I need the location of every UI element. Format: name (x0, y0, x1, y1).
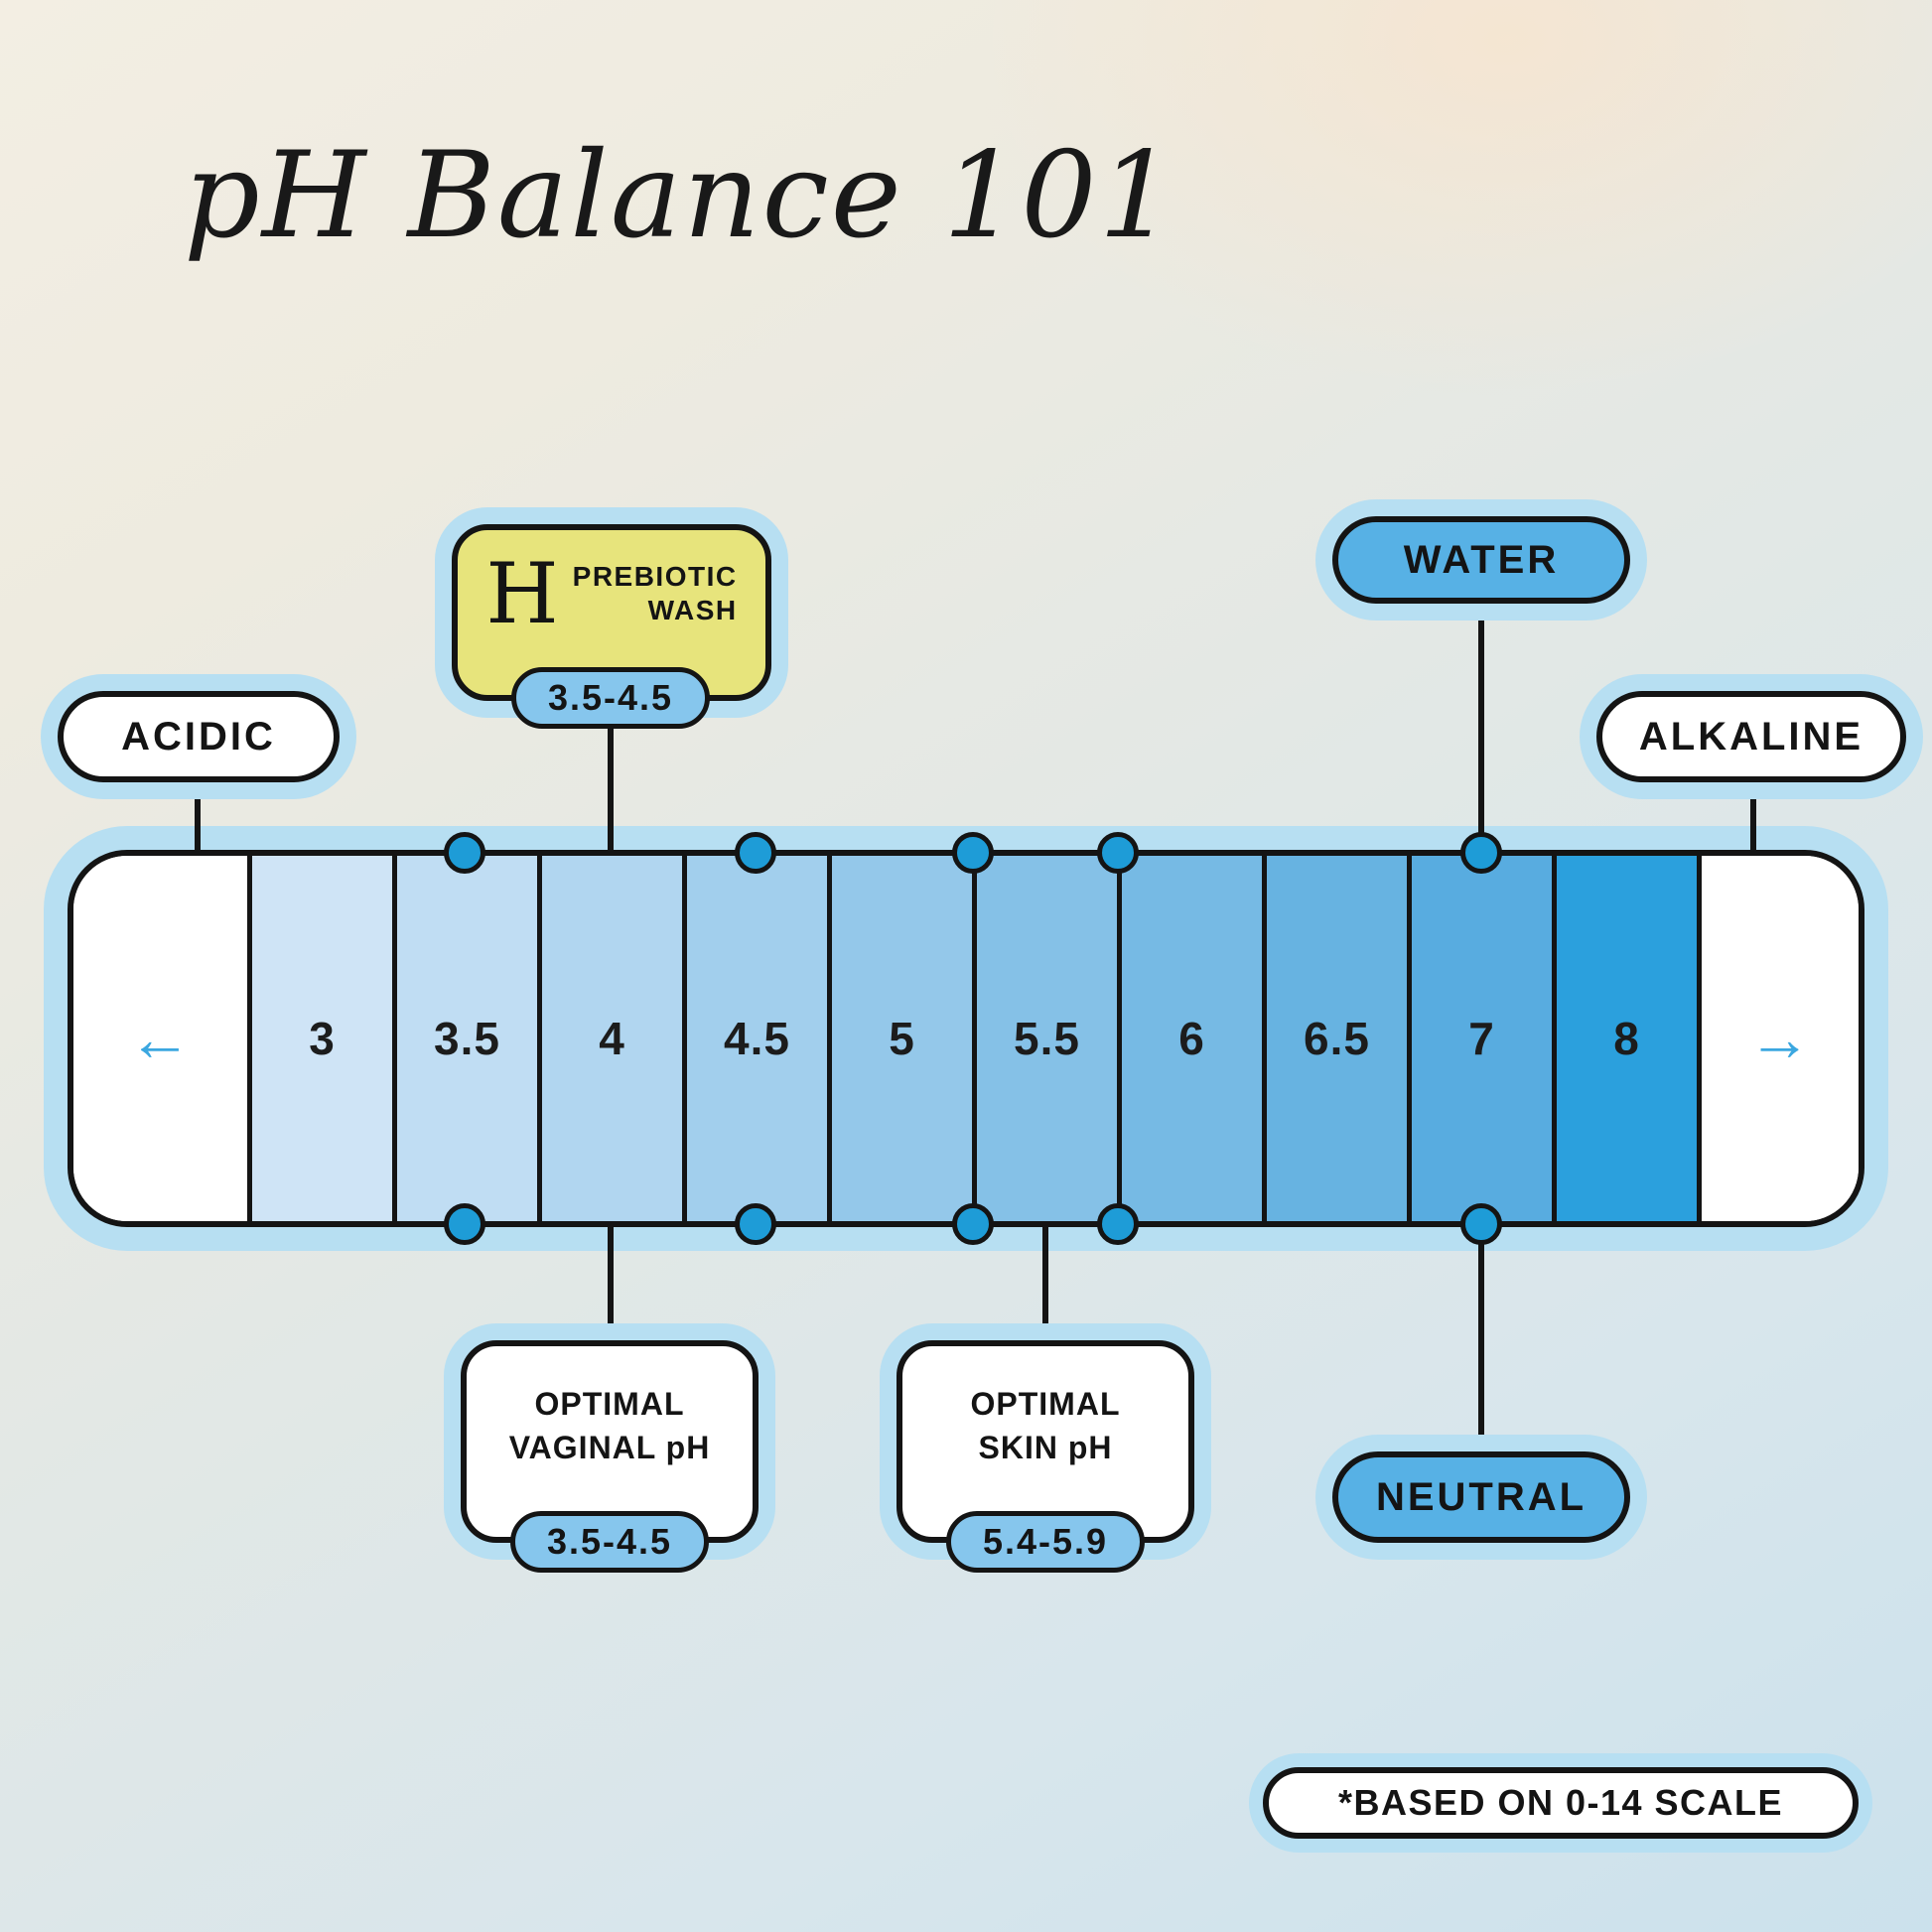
scale-segment-3-5: 3.5 (392, 856, 537, 1221)
range-dot (952, 1203, 994, 1245)
prebiotic-label-line1: PREBIOTIC (572, 561, 738, 592)
connector-line-skin (1042, 1221, 1048, 1344)
prebiotic-range-pill: 3.5-4.5 (511, 667, 710, 729)
scale-segment-6-5: 6.5 (1262, 856, 1407, 1221)
connector-line-acidic (195, 774, 201, 856)
footnote-pill: *BASED ON 0-14 SCALE (1263, 1767, 1859, 1839)
skin-label-line1: OPTIMAL (970, 1386, 1121, 1422)
range-dot (1097, 832, 1139, 874)
range-dot (735, 1203, 776, 1245)
page-title: pH Balance 101 (184, 127, 1176, 265)
skin-range-pill: 5.4-5.9 (946, 1511, 1145, 1573)
prebiotic-wash-card: H PREBIOTIC WASH (452, 524, 771, 701)
scale-segment-7: 7 (1407, 856, 1552, 1221)
vaginal-range-pill: 3.5-4.5 (510, 1511, 709, 1573)
ph-scale-bar: ← 3 3.5 4 4.5 5 5.5 6 6.5 7 8 → (68, 850, 1864, 1227)
scale-segment-4-5: 4.5 (682, 856, 827, 1221)
left-arrow-icon: ← (128, 1003, 193, 1074)
scale-right-end: → (1697, 856, 1859, 1221)
range-dot (1460, 1203, 1502, 1245)
scale-segment-5: 5 (827, 856, 972, 1221)
alkaline-label-pill: ALKALINE (1596, 691, 1906, 782)
connector-line-alkaline (1750, 774, 1756, 856)
scale-segment-3: 3 (247, 856, 392, 1221)
vaginal-label-line2: VAGINAL pH (508, 1430, 711, 1465)
range-dot (952, 832, 994, 874)
connector-line-neutral (1478, 1221, 1484, 1459)
scale-segment-5-5: 5.5 (972, 856, 1117, 1221)
connector-line-water (1478, 602, 1484, 856)
water-label-pill: WATER (1332, 516, 1630, 604)
right-arrow-icon: → (1747, 1003, 1813, 1074)
brand-h-logo: H (485, 545, 559, 642)
range-dot (1097, 1203, 1139, 1245)
range-dot (444, 832, 485, 874)
range-dot (1460, 832, 1502, 874)
acidic-label-pill: ACIDIC (58, 691, 340, 782)
scale-segment-4: 4 (537, 856, 682, 1221)
vaginal-label-line1: OPTIMAL (534, 1386, 685, 1422)
scale-segment-8: 8 (1552, 856, 1697, 1221)
connector-line-prebiotic (608, 721, 614, 856)
connector-line-vaginal (608, 1221, 614, 1344)
skin-label-line2: SKIN pH (978, 1430, 1113, 1465)
range-dot (735, 832, 776, 874)
range-dot (444, 1203, 485, 1245)
scale-left-end: ← (73, 856, 247, 1221)
neutral-label-pill: NEUTRAL (1332, 1451, 1630, 1543)
scale-segment-6: 6 (1117, 856, 1262, 1221)
prebiotic-label-line2: WASH (647, 595, 738, 625)
